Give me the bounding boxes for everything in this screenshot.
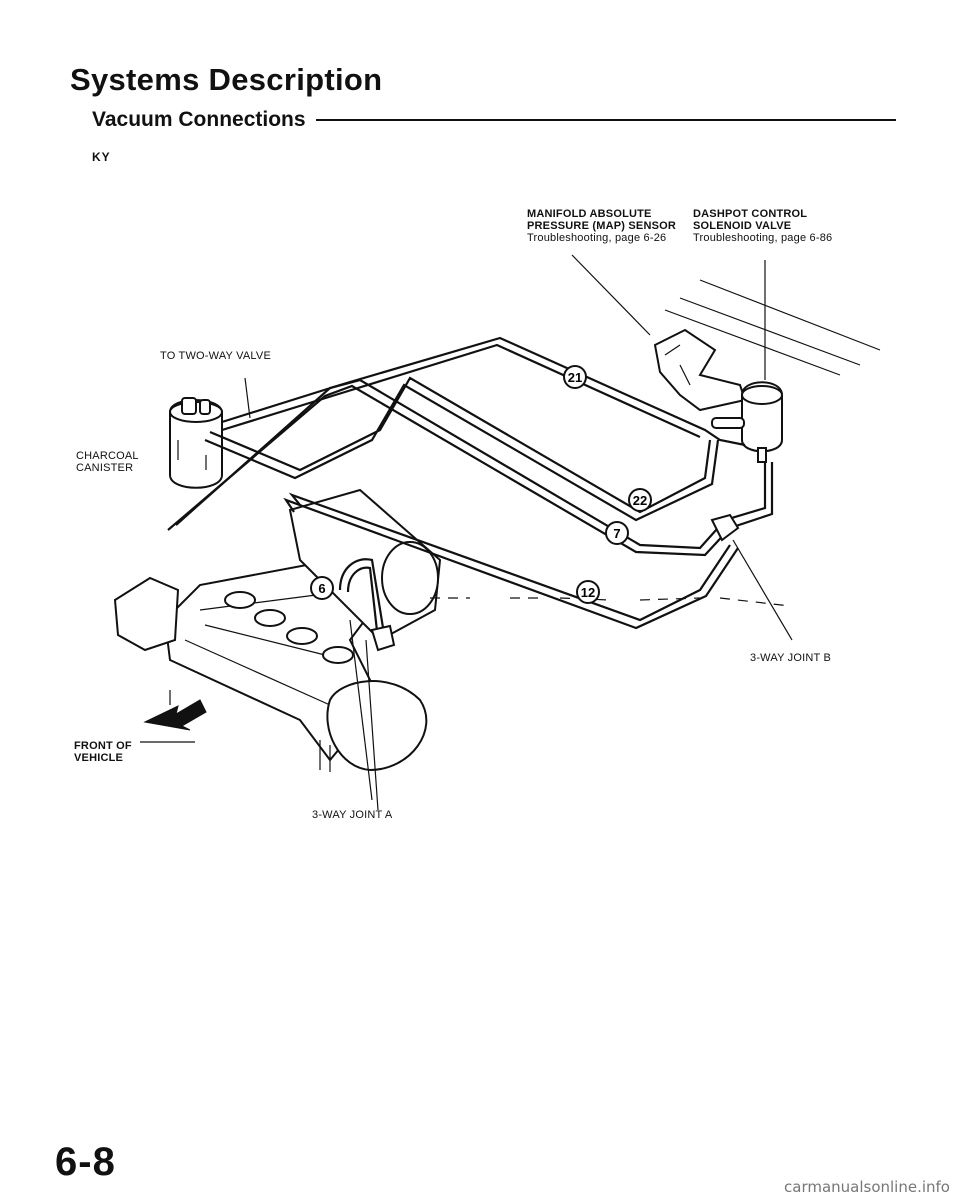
front-label-line1: FRONT OF bbox=[74, 740, 132, 752]
svg-text:7: 7 bbox=[613, 526, 620, 541]
charcoal-canister-label: CHARCOAL CANISTER bbox=[76, 450, 139, 474]
engine-block bbox=[113, 488, 442, 772]
page-number: 6-8 bbox=[55, 1140, 116, 1184]
three-way-joint-b bbox=[710, 513, 740, 542]
joint-a-label: 3-WAY JOINT A bbox=[312, 809, 393, 821]
hose-tag-7: 7 bbox=[605, 521, 629, 545]
model-code: KY bbox=[92, 150, 111, 164]
charcoal-canister bbox=[169, 397, 223, 489]
hose-tag-12: 12 bbox=[576, 580, 600, 604]
svg-text:6: 6 bbox=[318, 581, 325, 596]
hose-tag-22: 22 bbox=[628, 488, 652, 512]
three-way-joint-a bbox=[370, 624, 396, 652]
spark-plug-well bbox=[286, 627, 318, 645]
intake-plenum bbox=[326, 680, 428, 772]
section-subtitle: Vacuum Connections bbox=[92, 108, 306, 131]
front-arrow-icon bbox=[143, 699, 207, 731]
vacuum-hoses bbox=[167, 336, 791, 652]
distributor bbox=[113, 576, 180, 652]
page-title: Systems Description bbox=[70, 62, 383, 97]
svg-text:12: 12 bbox=[581, 585, 595, 600]
dashpot-valve-label: DASHPOT CONTROL SOLENOID VALVE Troublesh… bbox=[693, 208, 832, 244]
map-sensor-label: MANIFOLD ABSOLUTE PRESSURE (MAP) SENSOR … bbox=[527, 208, 676, 244]
hose-tag-21: 21 bbox=[563, 365, 587, 389]
spark-plug-well bbox=[322, 646, 354, 664]
svg-text:22: 22 bbox=[633, 493, 647, 508]
canister-label-line2: CANISTER bbox=[76, 462, 134, 474]
dashpot-ref: Troubleshooting, page 6-86 bbox=[693, 232, 833, 244]
spark-plug-well bbox=[224, 591, 256, 609]
map-sensor-ref: Troubleshooting, page 6-26 bbox=[527, 232, 667, 244]
dashpot-solenoid-valve bbox=[711, 381, 783, 463]
map-sensor-label-line2: PRESSURE (MAP) SENSOR bbox=[527, 220, 677, 232]
two-way-valve-label: TO TWO-WAY VALVE bbox=[160, 350, 271, 362]
leader-lines bbox=[244, 254, 793, 811]
dashpot-label-line1: DASHPOT CONTROL bbox=[693, 208, 808, 220]
subtitle-rule bbox=[316, 119, 896, 121]
spark-plug-well bbox=[254, 609, 286, 627]
dashpot-label-line2: SOLENOID VALVE bbox=[693, 220, 792, 232]
front-of-vehicle-label: FRONT OF VEHICLE bbox=[74, 740, 132, 764]
joint-b-label: 3-WAY JOINT B bbox=[750, 652, 832, 664]
intake-tube bbox=[381, 541, 439, 615]
hose-tag-6: 6 bbox=[310, 576, 334, 600]
map-sensor-label-line1: MANIFOLD ABSOLUTE bbox=[527, 208, 652, 220]
canister-label-line1: CHARCOAL bbox=[76, 450, 139, 462]
svg-text:21: 21 bbox=[568, 370, 582, 385]
footer-watermark: carmanualsonline.info bbox=[784, 1178, 950, 1196]
front-label-line2: VEHICLE bbox=[74, 752, 124, 764]
